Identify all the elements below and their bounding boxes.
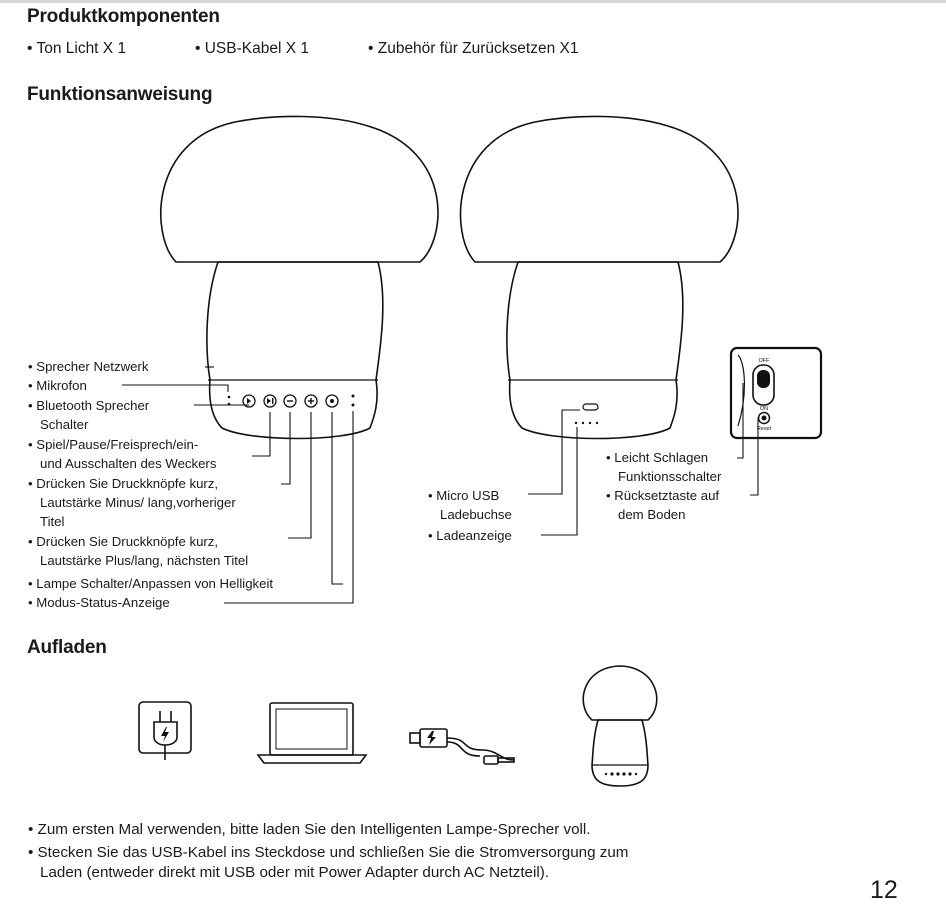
label-microphone: • Mikrofon — [28, 378, 87, 393]
label-reset-button: • Rücksetztaste auf — [606, 488, 720, 503]
switch-off-label: OFF — [759, 358, 771, 364]
label-play-pause-cont: und Ausschalten des Weckers — [40, 456, 217, 471]
note-first-use: • Zum ersten Mal verwenden, bitte laden … — [28, 821, 591, 838]
volume-minus-button-icon — [283, 394, 297, 408]
page-number: 12 — [870, 876, 898, 904]
component-item-light: • Ton Licht X 1 — [27, 40, 127, 57]
back-lamp-body — [506, 261, 684, 440]
front-lamp-body — [206, 261, 384, 440]
label-volume-plus-cont: Lautstärke Plus/lang, nächsten Titel — [40, 553, 249, 568]
front-lamp-cap — [160, 115, 439, 263]
note-usb-cable: • Stecken Sie das USB-Kabel ins Steckdos… — [28, 844, 629, 861]
mode-indicator-icon — [351, 394, 355, 398]
usb-cable-icon — [409, 732, 421, 744]
label-touch-switch-cont: Funktionsschalter — [618, 469, 722, 484]
label-micro-usb-cont: Ladebuchse — [440, 507, 512, 522]
label-volume-minus-cont2: Titel — [40, 514, 65, 529]
heading-components: Produktkomponenten — [27, 6, 220, 27]
laptop-icon — [269, 702, 354, 756]
label-volume-minus-cont: Lautstärke Minus/ lang,vorheriger — [40, 495, 236, 510]
label-mode-status: • Modus-Status-Anzeige — [28, 595, 170, 610]
label-touch-switch: • Leicht Schlagen — [606, 450, 709, 465]
bluetooth-button-icon — [242, 394, 256, 408]
volume-plus-button-icon — [304, 394, 318, 408]
top-rule — [0, 0, 946, 3]
heading-charging: Aufladen — [27, 637, 107, 658]
label-speaker-network: • Sprecher Netzwerk — [28, 359, 149, 374]
back-lamp-cap — [459, 115, 739, 263]
play-pause-button-icon — [263, 394, 277, 408]
label-play-pause: • Spiel/Pause/Freisprech/ein- — [28, 437, 199, 452]
lamp-button-icon — [325, 394, 339, 408]
microphone-icon — [227, 395, 231, 399]
reset-label: Reset — [757, 426, 772, 432]
power-switch-icon — [752, 364, 775, 406]
label-bluetooth-switch-cont: Schalter — [40, 417, 89, 432]
label-volume-plus: • Drücken Sie Druckknöpfe kurz, — [28, 534, 219, 549]
switch-detail-box: OFF ON Reset — [729, 346, 823, 440]
label-reset-button-cont: dem Boden — [618, 507, 686, 522]
component-item-reset-tool: • Zubehör für Zurücksetzen X1 — [368, 40, 579, 57]
label-lamp-switch: • Lampe Schalter/Anpassen von Helligkeit — [28, 576, 274, 591]
label-charge-indicator: • Ladeanzeige — [428, 528, 512, 543]
component-item-cable: • USB-Kabel X 1 — [195, 40, 309, 57]
heading-function: Funktionsanweisung — [27, 84, 213, 105]
label-micro-usb: • Micro USB — [428, 488, 500, 503]
switch-on-label: ON — [760, 406, 768, 412]
note-usb-cable-cont: Laden (entweder direkt mit USB oder mit … — [40, 864, 550, 881]
label-bluetooth-switch: • Bluetooth Sprecher — [28, 398, 150, 413]
label-volume-minus: • Drücken Sie Druckknöpfe kurz, — [28, 476, 219, 491]
small-lamp-icon — [582, 665, 658, 721]
